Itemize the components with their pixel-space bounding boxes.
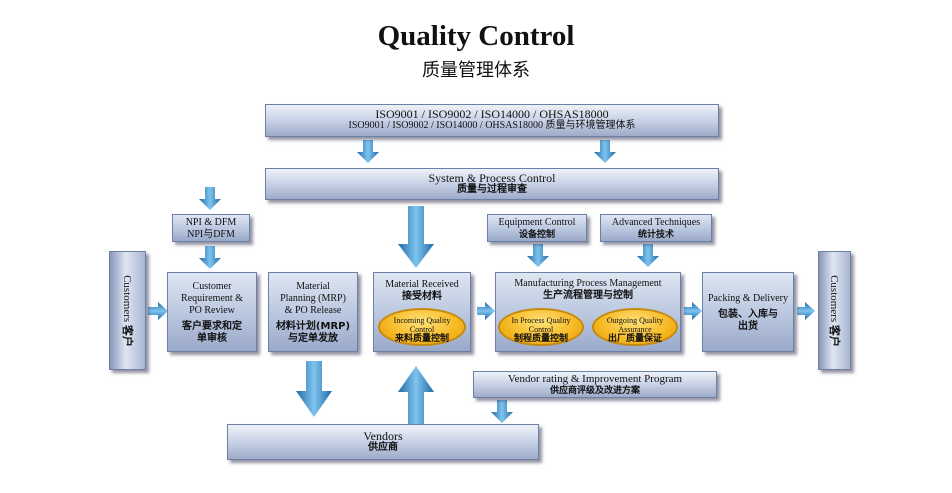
arrow-iso-to-system-left xyxy=(357,140,379,163)
mrp-en1: Material xyxy=(296,281,330,292)
arrow-packing-to-customers xyxy=(797,302,815,320)
iso-box: ISO9001 / ISO9002 / ISO14000 / OHSAS1800… xyxy=(265,104,719,137)
arrow-iso-to-system-right xyxy=(594,140,616,163)
arrow-customers-to-req xyxy=(148,302,168,320)
mrp-en2: Planning (MRP) xyxy=(280,293,346,304)
material-received-zh: 接受材料 xyxy=(402,291,442,302)
material-planning-box: Material Planning (MRP) & PO Release 材料计… xyxy=(268,272,358,352)
customers-right-box: Customers 客户 xyxy=(818,251,851,370)
custreq-en2: Requirement & xyxy=(181,293,243,304)
advanced-zh: 统计技术 xyxy=(637,230,674,240)
custreq-en3: PO Review xyxy=(189,305,235,316)
inprocess-zh: 制程质量控制 xyxy=(513,334,568,344)
arrow-equipment-to-mfg xyxy=(527,244,549,267)
mrp-zh1: 材料计划(MRP) xyxy=(275,321,351,332)
outgoing-en1: Outgoing Quality xyxy=(606,316,664,325)
equipment-control-box: Equipment Control 设备控制 xyxy=(487,214,587,242)
mrp-zh2: 与定单发放 xyxy=(288,333,338,344)
outgoing-quality-oval: Outgoing Quality Assurance 出厂质量保证 xyxy=(592,308,678,346)
vendor-rating-en: Vendor rating & Improvement Program xyxy=(507,373,683,385)
custreq-zh1: 客户要求和定 xyxy=(182,321,242,332)
iso-line2: ISO9001 / ISO9002 / ISO14000 / OHSAS1800… xyxy=(348,120,636,131)
equipment-en: Equipment Control xyxy=(498,217,576,228)
vendors-box: Vendors 供应商 xyxy=(227,424,539,460)
incoming-en1: Incoming Quality xyxy=(393,316,451,325)
diagram-title: Quality Control xyxy=(377,20,575,52)
arrow-vendors-to-material xyxy=(398,366,434,424)
customer-requirement-box: Customer Requirement & PO Review 客户要求和定 … xyxy=(167,272,257,352)
arrow-advanced-to-mfg xyxy=(637,244,659,267)
packing-en: Packing & Delivery xyxy=(708,293,788,304)
customers-left-box: Customers 客户 xyxy=(109,251,146,370)
manufacturing-en: Manufacturing Process Management xyxy=(514,278,662,289)
arrow-system-to-material xyxy=(398,206,434,268)
vendors-zh: 供应商 xyxy=(368,442,398,453)
system-en: System & Process Control xyxy=(428,171,556,185)
custreq-en1: Customer xyxy=(192,281,232,292)
system-process-box: System & Process Control 质量与过程审查 xyxy=(265,168,719,200)
outgoing-en2: Assurance xyxy=(618,325,652,334)
arrow-npi-to-customer-req xyxy=(199,246,221,269)
outgoing-zh: 出厂质量保证 xyxy=(607,334,662,344)
vendor-rating-box: Vendor rating & Improvement Program 供应商评… xyxy=(473,371,717,398)
manufacturing-zh: 生产流程管理与控制 xyxy=(543,290,633,301)
incoming-quality-oval: Incoming Quality Control 来料质量控制 xyxy=(378,308,466,346)
packing-zh1: 包装、入库与 xyxy=(718,309,778,320)
arrow-mrp-to-vendors xyxy=(296,361,332,417)
incoming-zh: 来料质量控制 xyxy=(394,334,449,344)
packing-delivery-box: Packing & Delivery 包装、入库与 出货 xyxy=(702,272,794,352)
npi-dfm-box: NPI & DFM NPI与DFM xyxy=(172,214,250,242)
packing-zh2: 出货 xyxy=(738,321,758,332)
advanced-techniques-box: Advanced Techniques 统计技术 xyxy=(600,214,712,242)
vendors-en: Vendors xyxy=(363,429,403,443)
diagram-subtitle: 质量管理体系 xyxy=(422,60,530,81)
iso-line1: ISO9001 / ISO9002 / ISO14000 / OHSAS1800… xyxy=(375,107,609,121)
incoming-en2: Control xyxy=(409,325,435,334)
vendor-rating-zh: 供应商评级及改进方案 xyxy=(549,386,640,396)
inprocess-quality-oval: In Process Quality Control 制程质量控制 xyxy=(498,308,584,346)
customers-left-label: Customers 客户 xyxy=(120,274,133,347)
arrow-mfg-to-packing xyxy=(684,302,702,320)
mrp-en3: & PO Release xyxy=(284,305,342,316)
inprocess-en1: In Process Quality xyxy=(511,316,571,325)
arrow-material-to-mfg xyxy=(477,302,495,320)
material-received-en: Material Received xyxy=(385,279,459,290)
arrow-into-npi xyxy=(199,187,221,210)
npi-en: NPI & DFM xyxy=(185,217,237,228)
arrow-rating-to-vendors xyxy=(491,400,513,423)
inprocess-en2: Control xyxy=(528,325,554,334)
customers-right-label: Customers 客户 xyxy=(827,274,840,347)
npi-zh: NPI与DFM xyxy=(187,229,235,240)
equipment-zh: 设备控制 xyxy=(518,230,555,240)
system-zh: 质量与过程审查 xyxy=(457,184,527,195)
advanced-en: Advanced Techniques xyxy=(611,217,701,228)
custreq-zh2: 单审核 xyxy=(197,333,227,344)
